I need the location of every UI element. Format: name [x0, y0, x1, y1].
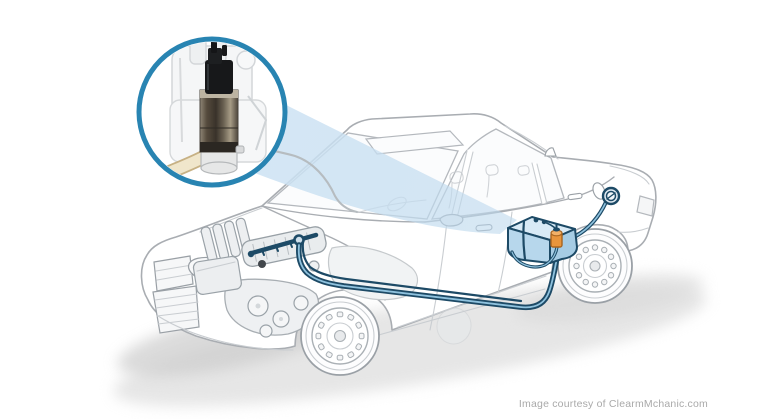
roof-antenna	[544, 147, 557, 157]
callout-ring	[136, 36, 288, 188]
highlight-beam	[252, 99, 517, 234]
fuel-pump-icon	[199, 42, 245, 175]
fuel-tank	[507, 200, 608, 269]
oil-cap	[258, 260, 266, 268]
fuel-pump-callout	[136, 36, 359, 214]
engine	[192, 217, 419, 338]
rear-door-handle	[567, 192, 583, 201]
bumper-crease	[157, 315, 294, 351]
fuel-supply-line	[296, 240, 560, 311]
fuel-pump-module	[550, 223, 563, 248]
front-wheel	[300, 296, 380, 376]
engine-block	[224, 278, 320, 336]
fuel-rail	[247, 232, 319, 258]
tail-light	[636, 195, 655, 217]
rear-wheel	[557, 228, 633, 304]
front-grille	[152, 255, 200, 334]
pulleys	[247, 295, 309, 338]
fuel-system	[247, 182, 621, 311]
air-box	[192, 255, 242, 295]
fuel-filler-cap	[592, 182, 621, 206]
image-credit-caption: Image courtesy of ClearmMchanic.com	[518, 398, 708, 410]
